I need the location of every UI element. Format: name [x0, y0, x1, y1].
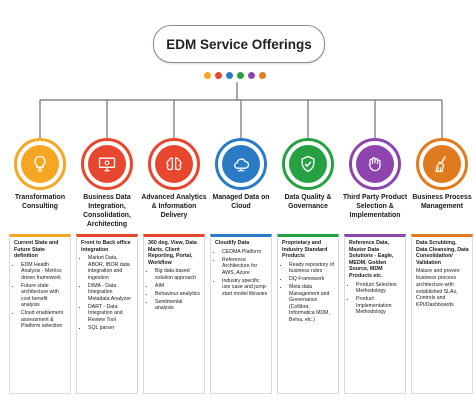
list-item: Ready repository of business rules	[289, 262, 335, 275]
offering-badge	[81, 138, 133, 190]
list-item: Cloud enablement assessment & Platform s…	[21, 310, 67, 330]
color-dots	[204, 72, 266, 79]
offering-title: Third Party Product Selection & Implemen…	[342, 194, 408, 219]
list-item: EDM Health Analysis - Metrics driven fra…	[21, 262, 67, 282]
list-item: Meta data Management and Governance (Col…	[289, 284, 335, 323]
list-item: AIM	[155, 283, 201, 290]
list-item: Sentimental analysis	[155, 299, 201, 312]
offering-badge	[14, 138, 66, 190]
color-dot	[204, 72, 211, 79]
offering-column: Third Party Product Selection & Implemen…	[343, 138, 407, 219]
card-heading: Reference Data, Master Data Solutions - …	[349, 240, 394, 280]
color-dot	[259, 72, 266, 79]
offering-title: Business Data Integration, Consolidation…	[83, 194, 131, 228]
card-heading: Cloudify Data	[215, 240, 250, 246]
list-item: CEDMA Platform	[222, 249, 268, 256]
offering-card: Cloudify DataCEDMA PlatformReference Arc…	[210, 234, 272, 394]
card-list: Big data based solution approachAIMBehav…	[148, 268, 201, 312]
list-item: DIMA - Data Integration Metadata Analyze…	[88, 283, 134, 303]
card-list: EDM Health Analysis - Metrics driven fra…	[14, 262, 67, 330]
card-heading: 360 deg. View, Data Marts, Client Report…	[148, 240, 197, 266]
offering-title: Data Quality & Governance	[284, 194, 332, 210]
color-dot	[226, 72, 233, 79]
list-item: DART - Data Integration and Review Tool	[88, 304, 134, 324]
offering-card: Reference Data, Master Data Solutions - …	[344, 234, 406, 394]
offering-column: Advanced Analytics & Information Deliver…	[141, 138, 207, 219]
offering-card: Current State and Future State definitio…	[9, 234, 71, 394]
page-title: EDM Service Offerings	[153, 25, 325, 63]
offering-badge	[215, 138, 267, 190]
card-heading: Front to Back office integration	[81, 240, 131, 253]
offering-title: Transformation Consulting	[14, 194, 66, 210]
offering-column: Business Data Integration, Consolidation…	[77, 138, 137, 228]
card-list: Product Selection MethodologyProduct Imp…	[349, 282, 402, 316]
offering-column: Transformation Consulting	[10, 138, 70, 210]
lightbulb-icon	[21, 145, 59, 183]
list-item: SQL parser	[88, 325, 134, 332]
list-item: Product Selection Methodology	[356, 282, 402, 295]
offering-title: Advanced Analytics & Information Deliver…	[141, 194, 207, 219]
hand-icon	[356, 145, 394, 183]
cloud-icon	[222, 145, 260, 183]
list-item: Market Data, ABOR, IBOR data integration…	[88, 255, 134, 281]
offering-title: Managed Data on Cloud	[212, 194, 270, 210]
card-list: Market Data, ABOR, IBOR data integration…	[81, 255, 134, 331]
color-dot	[237, 72, 244, 79]
offering-badge	[416, 138, 468, 190]
card-heading: Data Scrubbing, Data Cleansing, Data Con…	[416, 240, 469, 266]
color-dot	[248, 72, 255, 79]
offering-card: 360 deg. View, Data Marts, Client Report…	[143, 234, 205, 394]
list-item: Product Implementation Methodology	[356, 296, 402, 316]
card-list: CEDMA PlatformReference Architecture for…	[215, 249, 268, 298]
offering-card: Data Scrubbing, Data Cleansing, Data Con…	[411, 234, 473, 394]
offering-column: Managed Data on Cloud	[211, 138, 271, 210]
color-dot	[215, 72, 222, 79]
offering-title: Business Process Management	[412, 194, 472, 210]
list-item: Behaviour analytics	[155, 291, 201, 298]
broom-icon	[423, 145, 461, 183]
list-item: Big data based solution approach	[155, 268, 201, 281]
brain-icon	[155, 145, 193, 183]
card-paragraph: Mature and proven business process archi…	[416, 268, 460, 309]
monitor-icon	[88, 145, 126, 183]
offering-card: Front to Back office integrationMarket D…	[76, 234, 138, 394]
offering-column: Data Quality & Governance	[278, 138, 338, 210]
offering-badge	[282, 138, 334, 190]
list-item: Future state architecture with cost bene…	[21, 283, 67, 309]
card-heading: Current State and Future State definitio…	[14, 240, 59, 260]
list-item: Industry specific use case and jump-star…	[222, 278, 268, 298]
offering-column: Business Process Management	[412, 138, 472, 210]
card-heading: Proprietary and Industry Standard Produc…	[282, 240, 328, 260]
list-item: Reference Architecture for AWS, Azure	[222, 257, 268, 277]
offering-card: Proprietary and Industry Standard Produc…	[277, 234, 339, 394]
list-item: DQ Framework	[289, 276, 335, 283]
offering-badge	[349, 138, 401, 190]
offering-badge	[148, 138, 200, 190]
card-list: Ready repository of business rulesDQ Fra…	[282, 262, 335, 324]
shield-check-icon	[289, 145, 327, 183]
